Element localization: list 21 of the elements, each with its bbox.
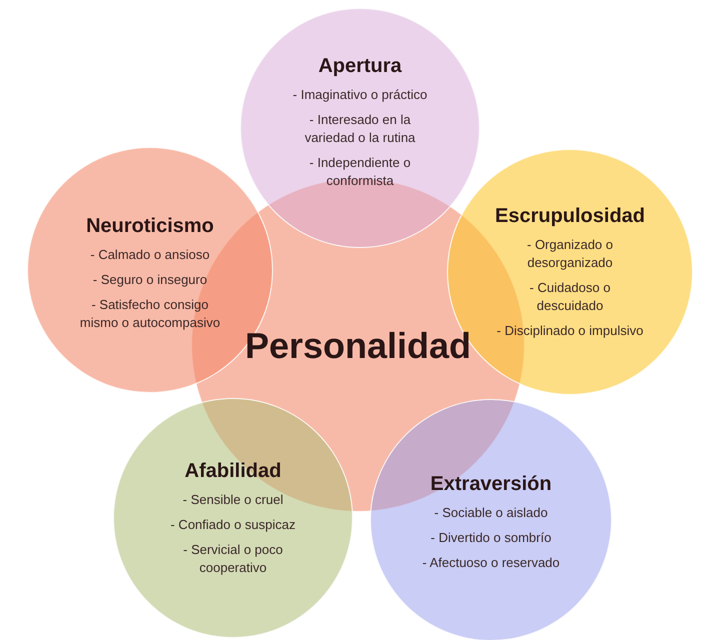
trait-item: - Divertido o sombrío [430, 529, 552, 547]
trait-item: - Sensible o cruel [182, 491, 284, 509]
trait-title: Extraversión [430, 472, 552, 496]
trait-item: - Seguro o inseguro [92, 271, 208, 289]
trait-item: - Confiado o suspicaz [170, 516, 296, 534]
trait-item: - Disciplinado o impulsivo [496, 322, 644, 340]
trait-title: Afabilidad [184, 459, 282, 483]
trait-title: Escrupulosidad [494, 204, 646, 228]
center-title: Personalidad [244, 324, 472, 368]
trait-item: - Satisfecho consigo mismo o autocompasivo [78, 296, 222, 332]
trait-title: Neuroticismo [86, 214, 214, 238]
trait-item: - Sociable o aislado [434, 504, 548, 522]
trait-item: - Servicial o poco cooperativo [182, 541, 284, 577]
trait-item: - Interesado en la variedad o la rutina [304, 111, 416, 147]
trait-item: - Afectuoso o reservado [422, 554, 560, 572]
trait-item: - Independiente o conformista [308, 154, 412, 190]
trait-item: - Organizado o desorganizado [526, 236, 614, 272]
trait-item: - Imaginativo o práctico [292, 86, 428, 104]
trait-title: Apertura [318, 54, 402, 78]
trait-item: - Cuidadoso o descuidado [528, 279, 612, 315]
trait-item: - Calmado o ansioso [90, 246, 210, 264]
